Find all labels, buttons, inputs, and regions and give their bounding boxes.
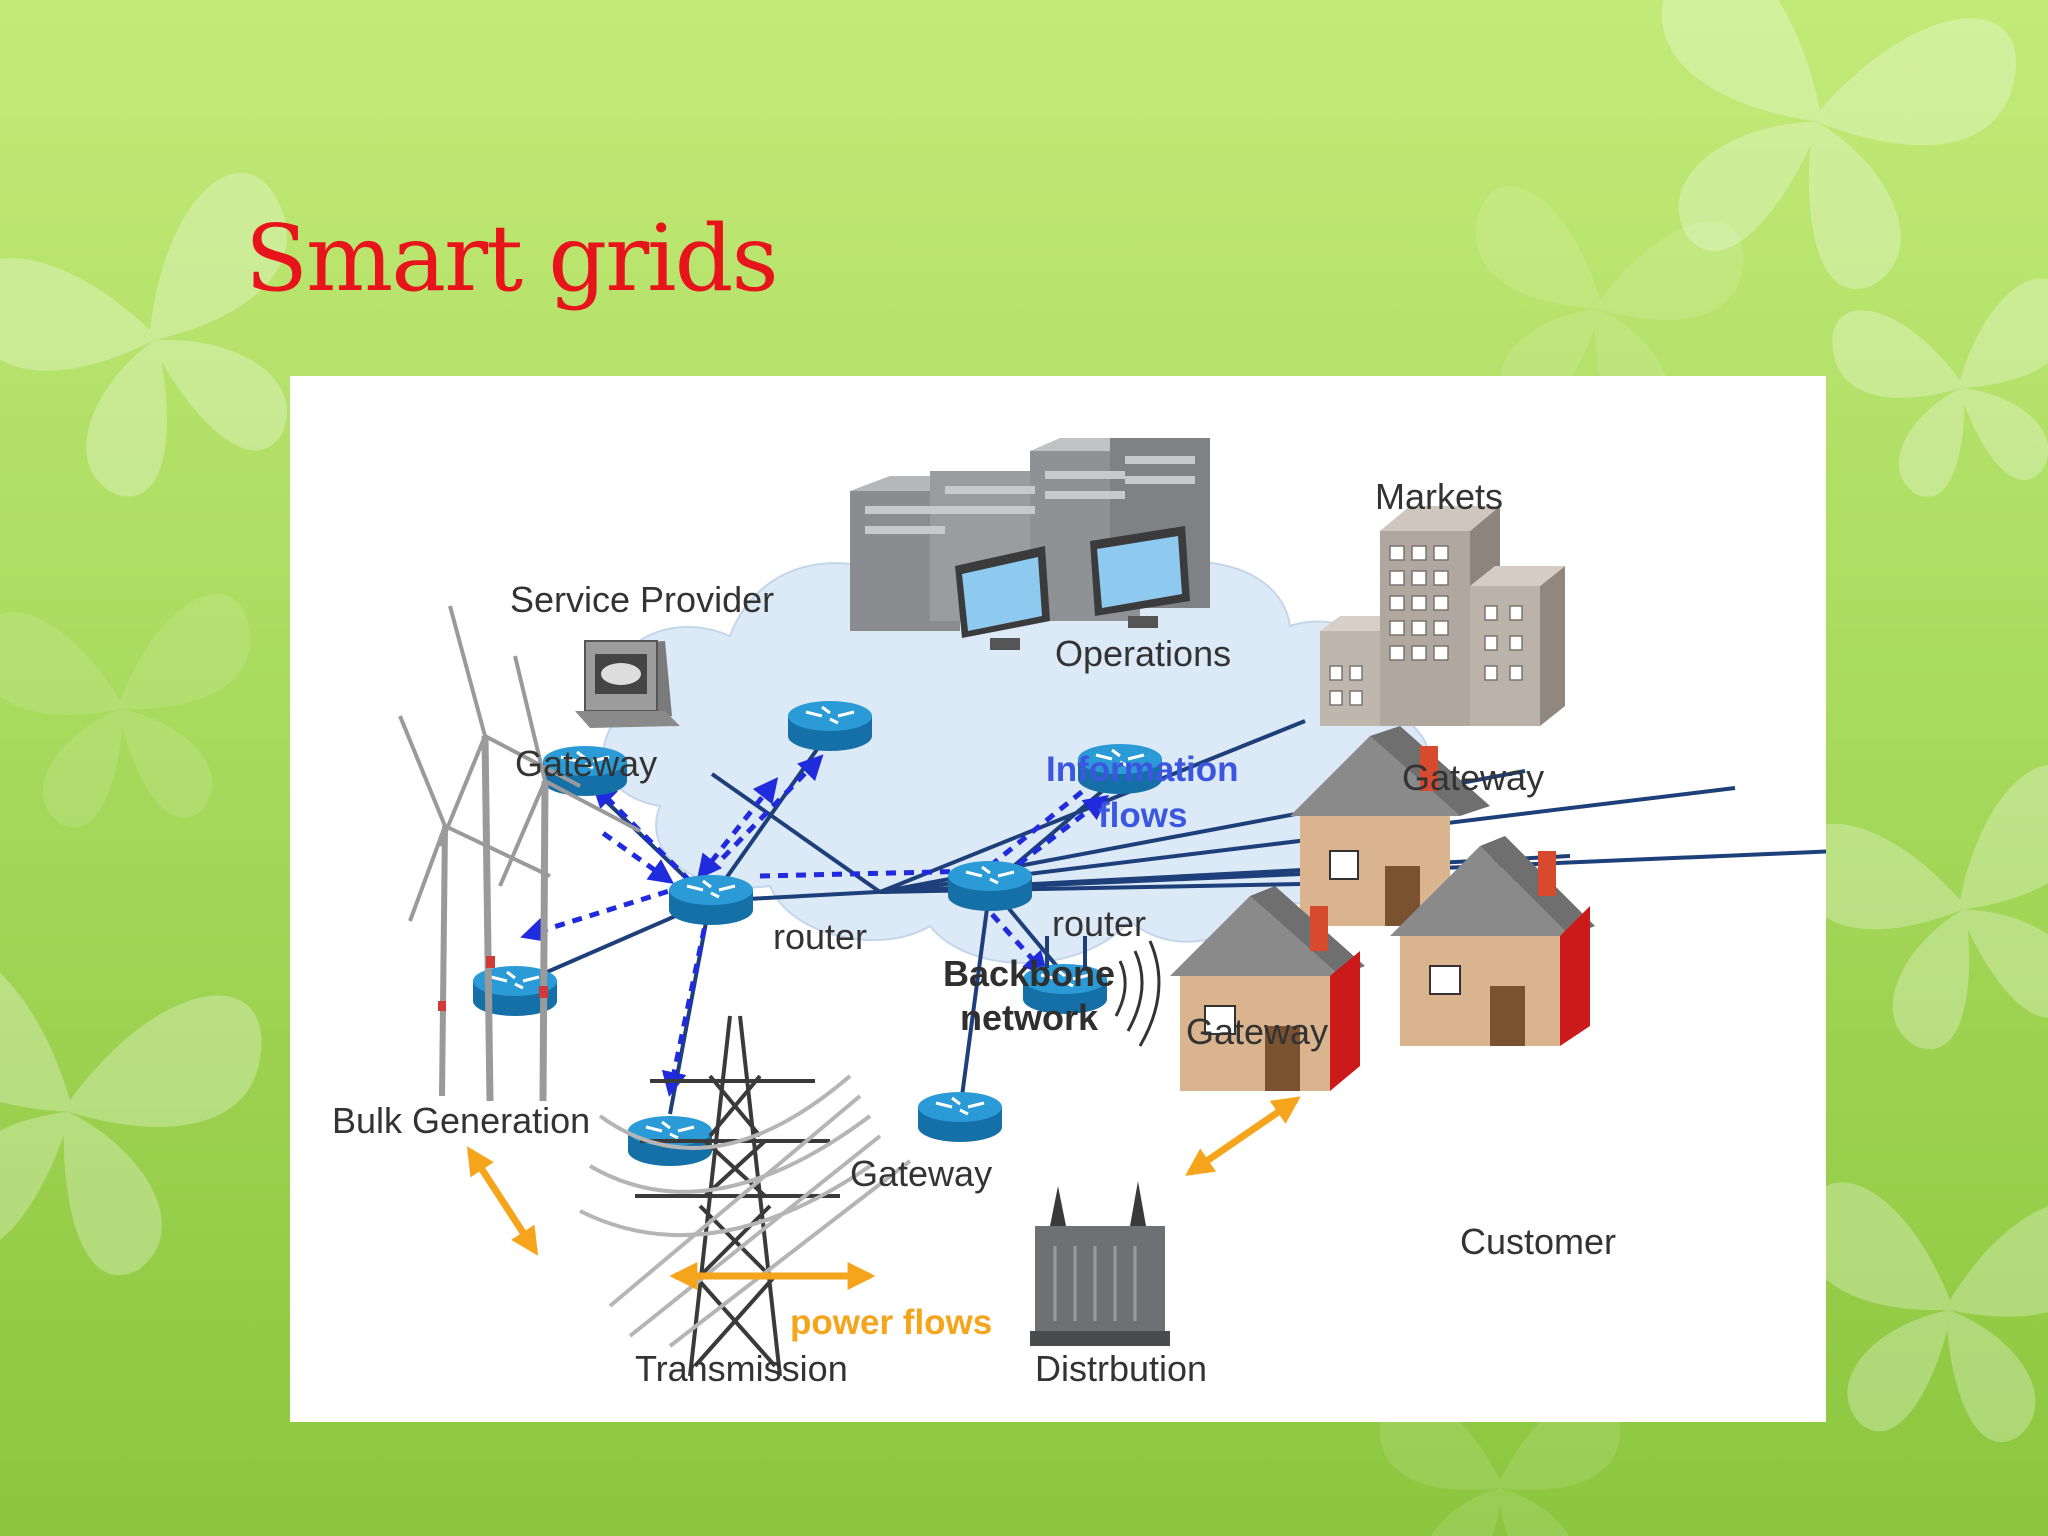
wireless-antenna-icon: [1045, 936, 1087, 968]
butterfly-icon: [1788, 1179, 2048, 1450]
wind-turbine-icon: [438, 605, 581, 1102]
wireless-signal-icon: [1114, 940, 1161, 1047]
butterfly-icon: [0, 591, 266, 835]
router-icon: [946, 859, 1034, 913]
service-provider-label: Service Provider: [510, 579, 774, 620]
butterfly-icon: [1787, 756, 2048, 1072]
monitor-icon: [955, 546, 1050, 650]
router-left-label: router: [773, 916, 867, 957]
information-flows-label-1: Information: [1046, 750, 1238, 789]
information-flows-label-2: flows: [1098, 796, 1187, 835]
gateway-transmission-label: Gateway: [850, 1153, 992, 1194]
butterfly-icon: [1826, 274, 2048, 509]
gateway-customer-label: Gateway: [1186, 1011, 1328, 1052]
operations-label: Operations: [1055, 633, 1231, 674]
wind-turbine-icon: [498, 655, 641, 1102]
information-flow-arrows: [520, 754, 1124, 1097]
slide-title: Smart grids: [245, 205, 779, 312]
backbone-label-1: Backbone: [943, 953, 1115, 994]
router-icon: [786, 699, 874, 753]
bulk-generation-label: Bulk Generation: [332, 1100, 590, 1141]
wind-turbine-icon: [398, 715, 551, 1097]
gateway-service-label: Gateway: [515, 743, 657, 784]
smart-grid-diagram: Service Provider Operations Markets Gate…: [290, 376, 1826, 1422]
transmission-label: Transmission: [635, 1348, 848, 1389]
router-right-label: router: [1052, 903, 1146, 944]
markets-label: Markets: [1375, 476, 1503, 517]
house-icon: [1390, 836, 1595, 1046]
distribution-label: Distrbution: [1035, 1348, 1207, 1389]
router-icon: [667, 873, 755, 927]
power-flow-arrows: [466, 1096, 1301, 1290]
router-icon: [916, 1090, 1004, 1144]
house-icon: [1170, 886, 1365, 1091]
backbone-label-2: network: [960, 997, 1099, 1038]
computer-terminal-icon: [575, 640, 680, 728]
power-flows-label: power flows: [790, 1303, 992, 1342]
power-lines: [579, 1074, 912, 1348]
transmission-tower-icon: [635, 1015, 840, 1377]
gateway-markets-label: Gateway: [1402, 757, 1544, 798]
office-building-icon: [1320, 506, 1565, 726]
butterfly-icon: [0, 941, 270, 1294]
transformer-icon: [1030, 1181, 1170, 1346]
customer-label: Customer: [1460, 1221, 1616, 1262]
turbine-marks: [438, 956, 548, 1011]
monitor-icon: [1090, 526, 1190, 628]
